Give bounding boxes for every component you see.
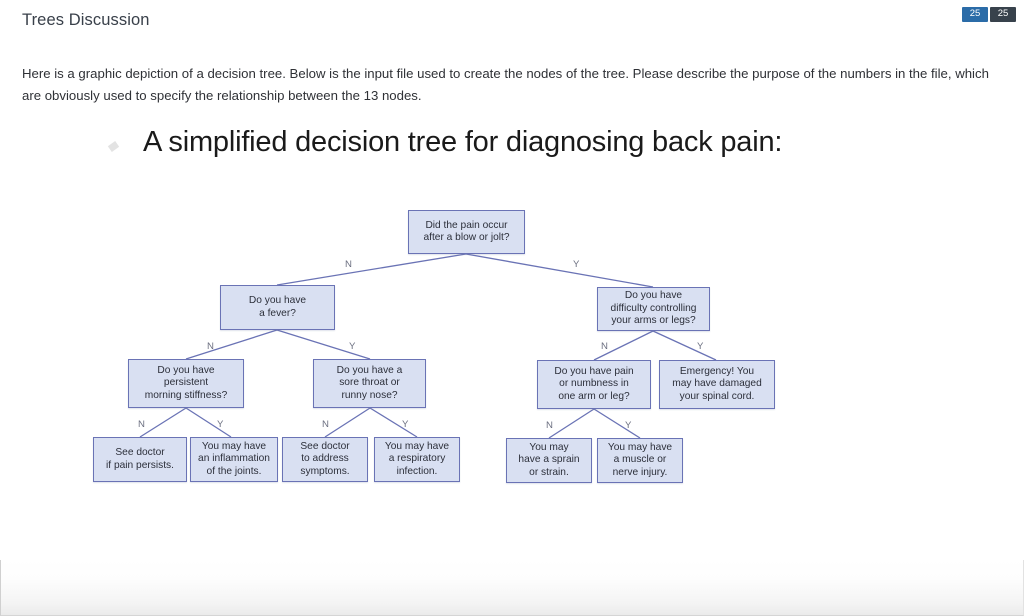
page-title: Trees Discussion [22,11,150,29]
edge-label-difficulty-no: N [601,341,608,352]
edge-label-numbness-no: N [546,420,553,431]
edge-label-fever-yes: Y [349,341,356,352]
decision-tree-diagram: N Y N Y N Y N Y N Y N Y Did the pain occ… [0,108,1024,528]
status-badge-primary[interactable]: 25 [962,7,988,22]
edge-root-to-fever [276,253,467,286]
edge-numbness-to-muscle [593,408,641,439]
edge-label-root-no: N [345,259,352,270]
edge-label-root-yes: Y [573,259,580,270]
edge-label-fever-no: N [207,341,214,352]
edge-label-difficulty-yes: Y [697,341,704,352]
edge-difficulty-to-numbness [593,330,654,361]
decision-tree-figure: A simplified decision tree for diagnosin… [0,108,1024,528]
edge-label-sorethroat-no: N [322,419,329,430]
edge-fever-to-sorethroat [276,329,371,360]
edge-label-stiffness-no: N [138,419,145,430]
edge-label-stiffness-yes: Y [217,419,224,430]
page-bottom-edge [0,560,1024,616]
edge-stiffness-to-seedoctor [139,407,187,438]
edge-label-sorethroat-yes: Y [402,419,409,430]
intro-paragraph: Here is a graphic depiction of a decisio… [22,66,989,103]
tree-edges [139,253,717,439]
figure-title: A simplified decision tree for diagnosin… [143,126,783,158]
edge-label-numbness-yes: Y [625,420,632,431]
edge-stiffness-to-inflammation [185,407,232,438]
edge-sorethroat-to-respiratory [369,407,418,438]
badge-group: 25 25 [962,7,1016,22]
edge-difficulty-to-emergency [652,330,717,361]
edge-sorethroat-to-seedoctor [324,407,371,438]
edge-root-to-difficulty [465,253,654,288]
document-header: Trees Discussion 25 25 [0,0,1024,40]
status-badge-secondary[interactable]: 25 [990,7,1016,22]
edge-fever-to-stiffness [185,329,278,360]
edge-numbness-to-sprain [548,408,595,439]
